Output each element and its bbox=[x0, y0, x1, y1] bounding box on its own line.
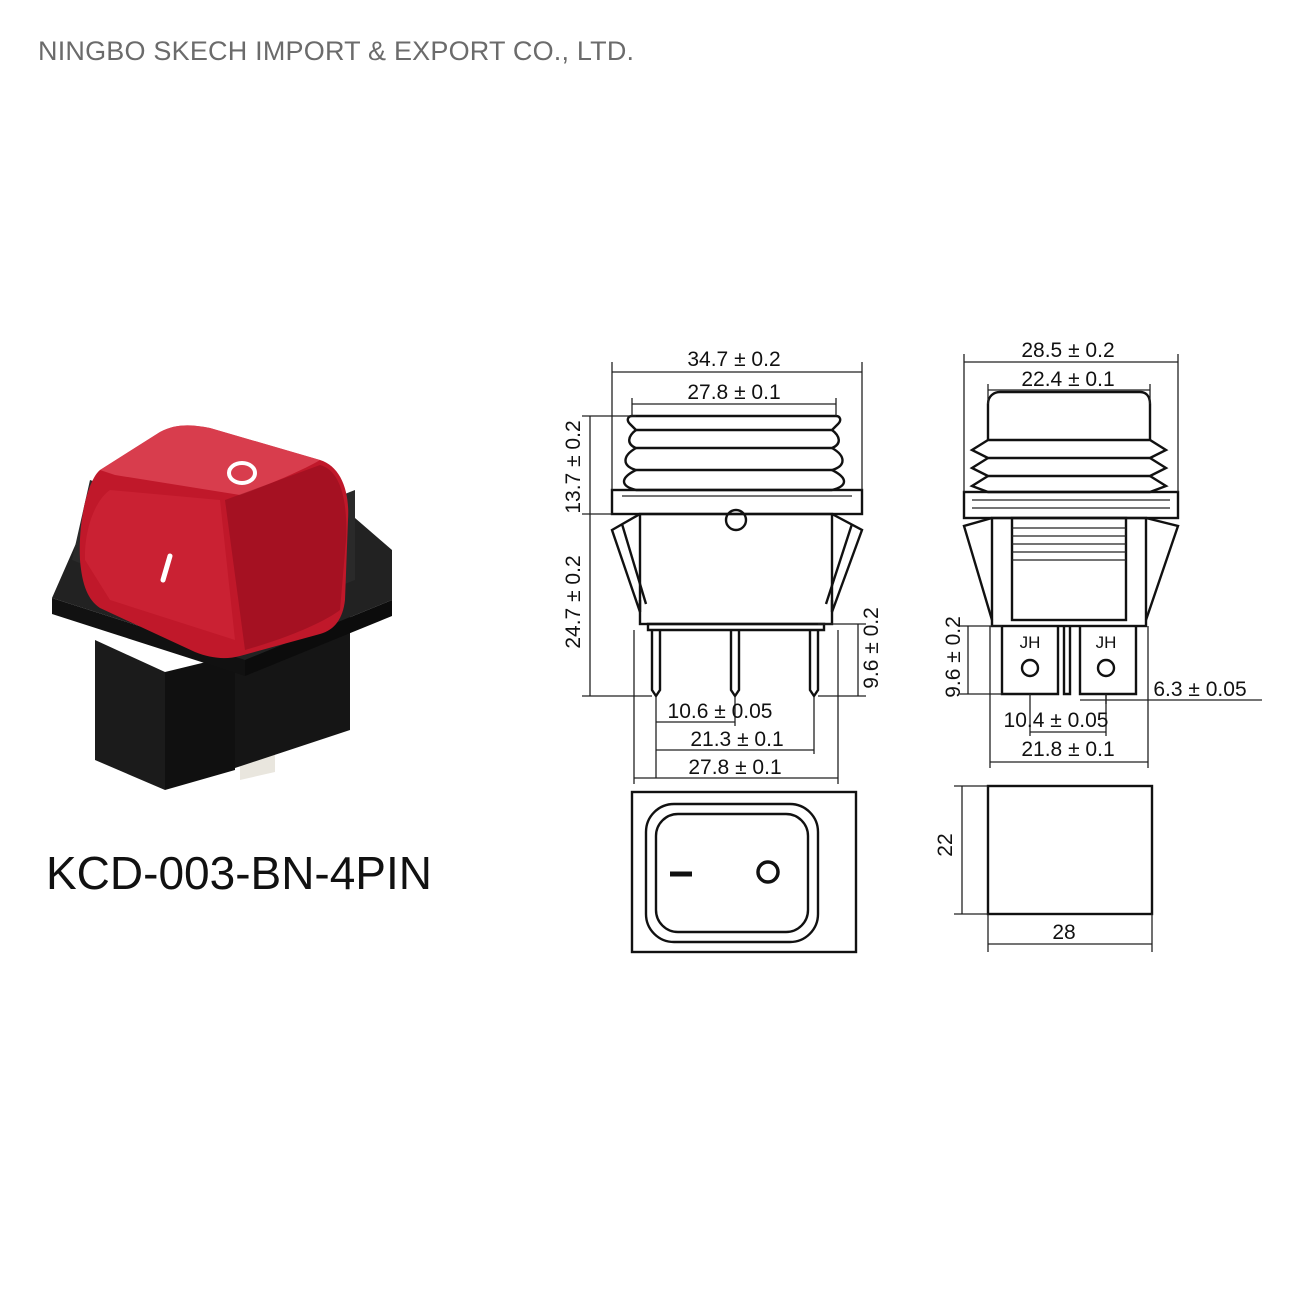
side-view-drawing: JH JH 28.5 ± 0.2 22.4 ± 0.1 9.6 ± 0.2 6.… bbox=[942, 339, 1262, 768]
dim-front-pin-length: 9.6 ± 0.2 bbox=[860, 607, 883, 689]
dim-front-body-width: 27.8 ± 0.1 bbox=[687, 381, 780, 404]
dim-side-body-width: 21.8 ± 0.1 bbox=[1021, 738, 1114, 761]
dim-side-pin-width: 6.3 ± 0.05 bbox=[1153, 678, 1246, 701]
dim-side-cap-width: 22.4 ± 0.1 bbox=[1021, 368, 1114, 391]
dim-cutout-height: 22 bbox=[934, 833, 957, 856]
dim-side-overall-width: 28.5 ± 0.2 bbox=[1021, 339, 1114, 362]
front-view-drawing: 34.7 ± 0.2 27.8 ± 0.1 13.7 ± 0.2 24.7 ± … bbox=[562, 348, 883, 784]
pin-mark-left: JH bbox=[1020, 633, 1041, 652]
panel-cutout-drawing: 22 28 bbox=[934, 784, 1154, 952]
switch-housing-lower bbox=[95, 640, 165, 790]
pin-mark-right: JH bbox=[1096, 633, 1117, 652]
dim-front-pin-pitch: 10.6 ± 0.05 bbox=[668, 700, 773, 723]
company-name: NINGBO SKECH IMPORT & EXPORT CO., LTD. bbox=[38, 36, 635, 66]
top-view-drawing bbox=[630, 790, 858, 954]
dim-front-body-height: 24.7 ± 0.2 bbox=[562, 555, 585, 648]
model-number: KCD-003-BN-4PIN bbox=[46, 847, 432, 899]
dim-front-base-width: 27.8 ± 0.1 bbox=[688, 756, 781, 779]
dim-cutout-width: 28 bbox=[1052, 921, 1075, 944]
dim-front-cap-height: 13.7 ± 0.2 bbox=[562, 420, 585, 513]
dim-front-overall-width: 34.7 ± 0.2 bbox=[687, 348, 780, 371]
dim-front-pin-span: 21.3 ± 0.1 bbox=[690, 728, 783, 751]
switch-photo bbox=[52, 425, 392, 790]
dim-side-pin-length: 9.6 ± 0.2 bbox=[942, 616, 965, 698]
dim-side-pin-pitch: 10.4 ± 0.05 bbox=[1004, 709, 1109, 732]
